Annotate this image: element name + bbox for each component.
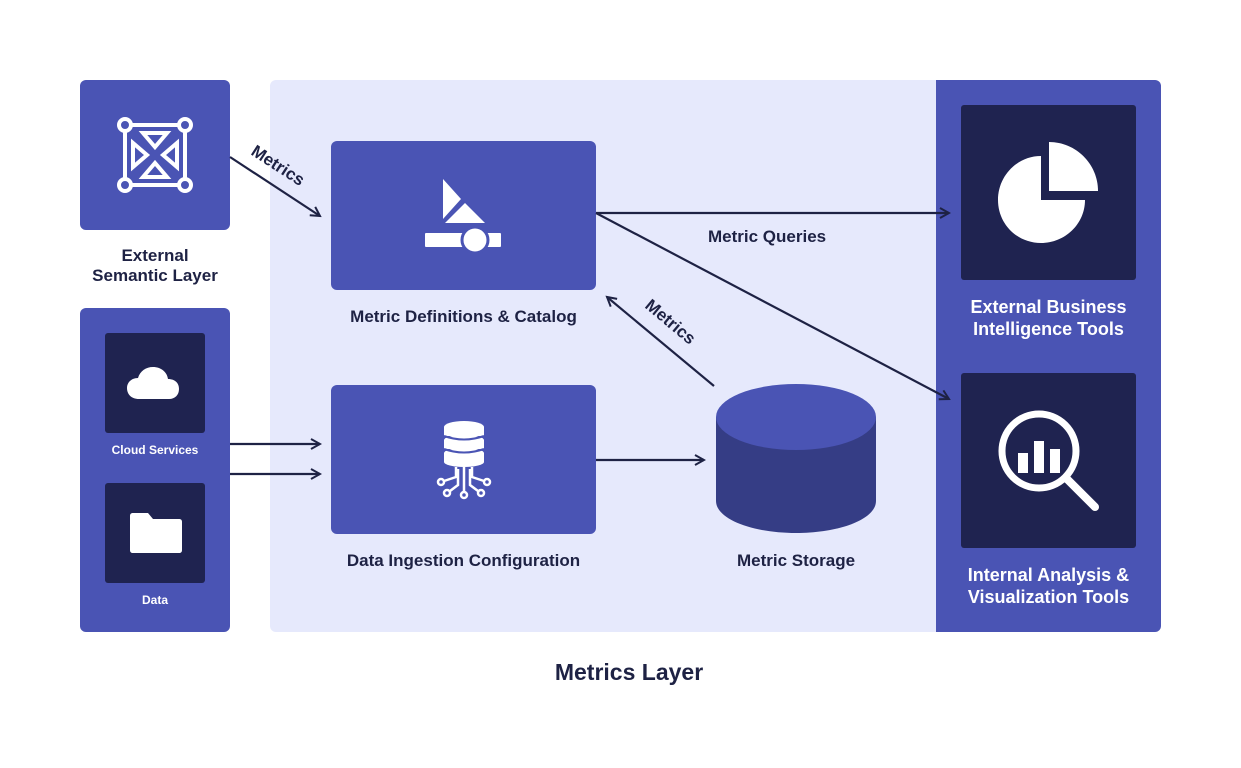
external-bi-label: External Business Intelligence Tools xyxy=(936,296,1161,340)
external-semantic-layer-box xyxy=(80,80,230,230)
metric-storage-label: Metric Storage xyxy=(736,551,856,570)
label-line: Internal Analysis & xyxy=(967,565,1130,585)
data-ingestion-box xyxy=(331,385,596,534)
edge-label-metric-queries: Metric Queries xyxy=(708,227,826,246)
arrow-storage-to-definitions xyxy=(607,297,715,387)
label-line: Semantic Layer xyxy=(92,266,218,285)
cylinder-storage-icon xyxy=(716,384,876,533)
edge-label-metrics-top: Metrics xyxy=(248,141,308,189)
data-tile xyxy=(105,483,205,583)
sources-box: Cloud Services Data xyxy=(80,308,230,632)
folder-icon xyxy=(130,513,182,553)
internal-analysis-label: Internal Analysis & Visualization Tools xyxy=(936,564,1161,608)
label-line: External Business xyxy=(970,297,1127,317)
arrow-semantic-to-definitions xyxy=(229,156,320,216)
metric-definitions-box xyxy=(331,141,596,290)
cloud-services-tile xyxy=(105,333,205,433)
data-label: Data xyxy=(141,593,168,607)
cloud-services-label: Cloud Services xyxy=(111,443,199,457)
external-bi-tile xyxy=(961,105,1136,280)
label-line: Intelligence Tools xyxy=(973,319,1124,339)
pie-chart-icon xyxy=(998,142,1098,243)
data-ingestion-label: Data Ingestion Configuration xyxy=(346,551,581,570)
metric-definitions-label: Metric Definitions & Catalog xyxy=(350,307,577,326)
cloud-icon xyxy=(127,367,179,399)
catalog-icon xyxy=(425,179,501,255)
internal-analysis-tile xyxy=(961,373,1136,548)
database-network-icon xyxy=(436,421,492,500)
magnifier-chart-icon xyxy=(998,410,1099,511)
diagram-title: Metrics Layer xyxy=(554,659,704,685)
label-line: External xyxy=(121,246,189,265)
arrow-definitions-to-analysis xyxy=(595,212,949,399)
label-line: Visualization Tools xyxy=(967,587,1130,607)
external-semantic-layer-label: External Semantic Layer xyxy=(70,246,240,286)
semantic-layer-icon xyxy=(117,117,193,193)
edge-label-metrics-storage: Metrics xyxy=(641,296,699,349)
